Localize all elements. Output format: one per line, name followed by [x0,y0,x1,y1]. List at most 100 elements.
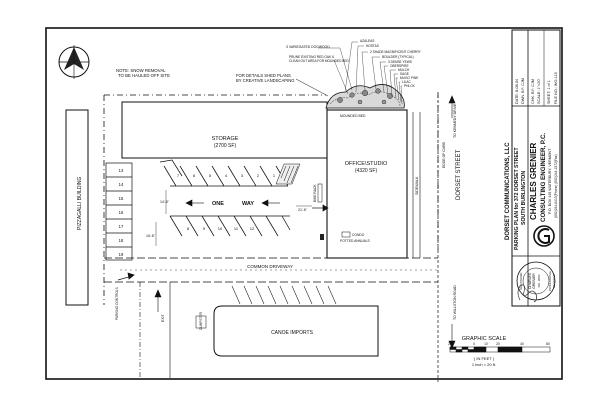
stall-6: 6 [193,173,196,178]
seal-line-4: REGISTERED [519,272,523,289]
company-logo-icon [533,225,555,247]
stall-5: 5 [209,173,212,178]
stall-14: 14 [119,182,124,187]
engineer-signature [517,284,538,303]
hatched-island [275,163,301,185]
one-way-left: ONE [212,201,224,207]
condo-label: CONDO [352,233,365,237]
label-boulder: BOULDER (TYPICAL) [382,55,414,59]
label-prune-2: CLEAN OUT AREA FOR MOUNDED BED [289,59,350,63]
stall-7: 7 [177,173,180,178]
stall-2: 2 [257,173,260,178]
exit-label: EXIT [161,314,165,322]
graphic-scale-ratio: 1 inch = 20 ft. [472,362,496,367]
info-date: DATE: 8-08-04 [515,79,519,104]
stall-8: 8 [187,226,190,231]
label-yews: 3 DENSE YEWS [388,60,412,64]
graphic-scale-title: GRAPHIC SCALE [462,336,507,342]
pizzagalli-building [65,109,89,306]
canoe-parking [231,285,337,305]
shed-note-1: FOR DETAILS SHED PLANS [236,73,291,78]
to-willston-label: TO WILLSTON ROAD [453,285,457,320]
dim-upper: 14'-6" [160,200,170,204]
sheet-border [45,27,563,380]
graphic-scale-bar [449,346,551,353]
seal-line-3: NO. 3803 [537,274,541,287]
label-lilac: LILAC [402,80,412,84]
firm-name-2: CONSULTING ENGINEER, P.C. [540,133,547,222]
seal-line-5: PROFESSIONAL [548,270,552,291]
seal-line-2: GRENIER [532,273,536,289]
dumpster-label: DUMPSTER [199,311,203,330]
label-sage: SAGE [400,72,409,76]
scale-tick-3: 10 [484,342,488,346]
parking-controls-label: PARKING CONTROLS [115,287,119,320]
stall-3: 3 [241,173,244,178]
shed-note-2: BY CREATIVE LANDSCAPING [236,78,295,83]
plan-title: PARKING PLAN for 372 DORSET STREET [514,147,520,250]
label-mounded-bed: MOUNDED BED [340,114,366,118]
label-prune-1: PRUNE EXISTING RED OAK & [289,55,335,59]
label-cherry: 2 SHADE MAGNIFICENT CHERRY [370,50,422,54]
property-line [103,92,439,305]
dim-lower: 16'-6" [146,234,156,238]
dim-right: 21'-6" [298,208,308,212]
label-phlox: PHLOX [404,84,416,88]
info-sheet: SHEET: 1 of 1 [547,80,551,104]
stall-17: 17 [119,224,124,229]
stall-4: 4 [225,173,228,178]
stall-9: 9 [203,226,206,231]
street-arrow-icon [448,95,456,349]
canoe-label: CANOE IMPORTS [271,330,314,336]
stall-10: 10 [218,226,223,231]
label-azaleas: AZALEAS [360,39,374,43]
flow-arrow-icon [117,204,329,281]
town-name: SOUTH BURLINGTON [521,171,527,225]
snow-note-2: TO BE HAULED OFF SITE [118,73,170,78]
stall-12: 12 [250,226,255,231]
label-hostas: HOSTAS [366,44,379,48]
office-label: OFFICE\STUDIO [345,161,388,167]
label-oberspire: OBERSPIRE [390,64,409,68]
stall-15: 15 [119,196,124,201]
scale-tick-4: 20 [496,342,500,346]
potted-annuals-label: POTTED ANNUALS [340,239,370,243]
canoe-building [213,305,379,357]
firm-name-1: CHARLES GRENIER [529,142,538,220]
common-driveway-label: COMMON DRIVEWAY [247,264,293,269]
stall-11: 11 [234,226,239,231]
mounded-bed [325,84,405,109]
common-driveway [104,257,438,283]
client-name: DORSET COMMUNICATIONS, LLC [505,142,511,240]
stall-18: 18 [119,238,124,243]
label-mugo: MUGO PINE [400,76,418,80]
one-way-arrow-icon [185,199,280,207]
info-drawn: DWN. BY: CJM [521,78,525,104]
to-kennedy-label: TO KENNEDY DRIVE [453,103,457,138]
edge-of-curb-label: EDGE OF CURB [442,141,446,168]
info-checked: CHK. BY: CJM [531,79,535,104]
storage-label: STORAGE [212,136,239,142]
info-file: FILE NO.: WO-115 [554,72,558,104]
north-arrow-icon [58,45,90,79]
stall-16: 16 [119,210,124,215]
label-dogwood: 3 VARIEGATED DOGWOOD [286,45,330,49]
graphic-scale-units: ( IN FEET ) [474,356,495,361]
seal-line-1: CHARLES [528,272,532,289]
one-way-right: WAY [242,201,254,207]
left-parking-row [105,162,133,261]
firm-phone: (802)244-6413(Phone) (802)244-1572(Fax) [554,154,558,218]
scale-tick-6: 80 [546,342,550,346]
firm-address: P.O. BOX 445 WATERBURY, VERMONT [548,148,552,214]
dorset-street-label: DORSET STREET [456,149,462,200]
stall-13: 13 [119,168,124,173]
office-area: (4320 SF) [355,168,378,174]
title-block: DORSET COMMUNICATIONS, LLC PARKING PLAN … [505,29,561,307]
exit-arrow-icon [154,289,162,312]
storage-area: (2700 SF) [214,143,237,149]
label-mulch: MULCH [398,68,410,72]
snow-note-1: NOTE: SNOW REMOVAL [116,68,166,73]
sidewalk-label: SIDEWALK [415,176,419,195]
scale-tick-1: 20 [448,342,452,346]
